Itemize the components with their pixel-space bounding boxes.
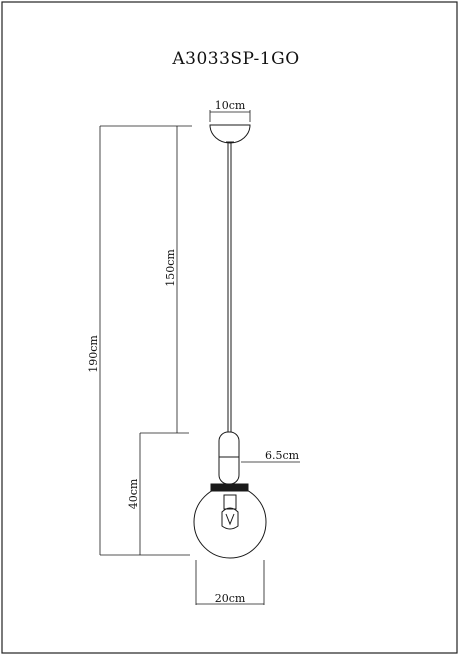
dimension-lines: [99, 110, 300, 605]
bulb-socket: [223, 494, 237, 510]
ceiling-canopy: [209, 124, 251, 144]
lamp-holder: [218, 431, 240, 485]
canopy-width-label: 10cm: [215, 99, 246, 112]
lamp-height-label: 40cm: [127, 478, 140, 509]
holder-width-label: 6.5cm: [265, 449, 300, 462]
glass-globe: [193, 485, 267, 559]
filament-icon: [225, 513, 235, 526]
bulb: [221, 507, 239, 530]
model-title: A3033SP-1GO: [171, 49, 299, 69]
globe-width-label: 20cm: [215, 592, 246, 605]
total-height-label: 190cm: [87, 335, 100, 373]
holder-collar: [210, 483, 249, 492]
pendant-lamp: [193, 124, 267, 559]
cord-length-label: 150cm: [164, 249, 177, 287]
